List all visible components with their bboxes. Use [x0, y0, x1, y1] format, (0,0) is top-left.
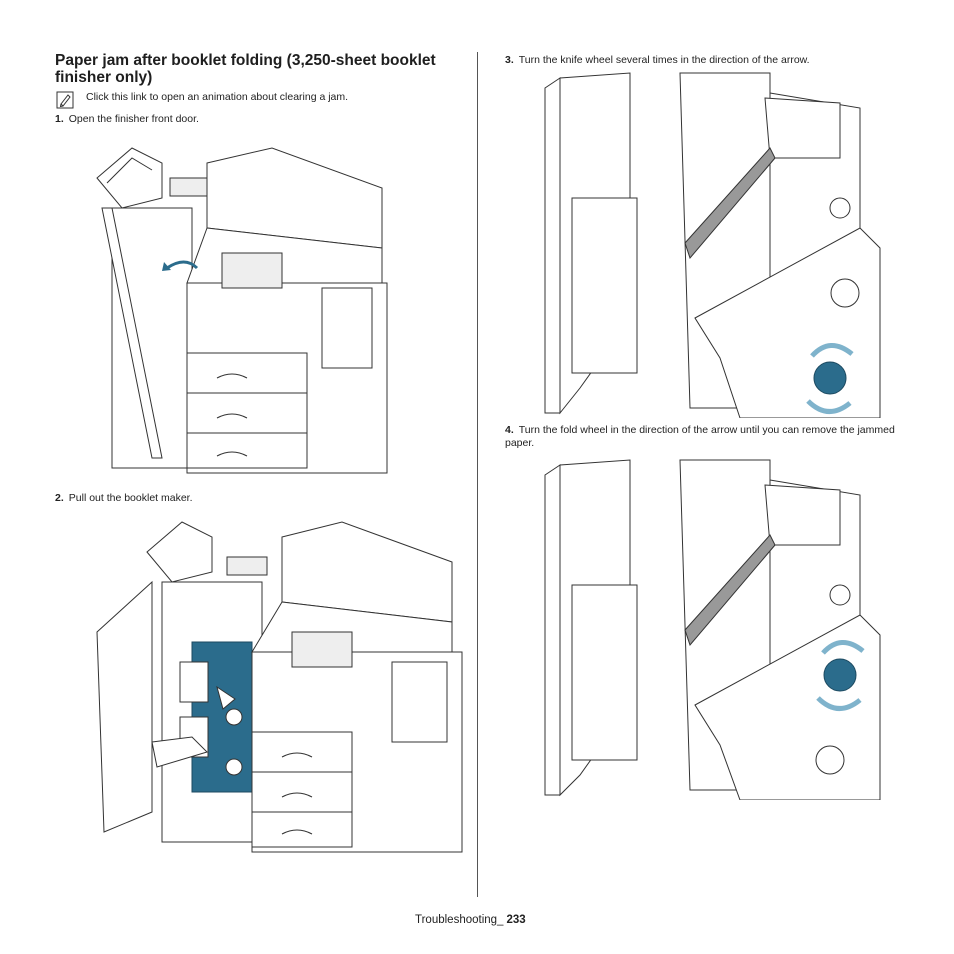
step-2: 2. Pull out the booklet maker. [55, 492, 193, 505]
page-title: Paper jam after booklet folding (3,250-s… [55, 52, 436, 86]
step-4-number: 4. [505, 424, 514, 436]
note-pencil-icon[interactable] [56, 91, 74, 109]
page-footer: Troubleshooting_233 [415, 914, 526, 926]
step-2-illustration-pull-out-booklet-maker [96, 521, 463, 853]
footer-section-label: Troubleshooting_ [415, 914, 504, 926]
step-1: 1. Open the finisher front door. [55, 113, 199, 126]
step-4: 4.Turn the fold wheel in the direction o… [505, 424, 905, 450]
step-3-text: Turn the knife wheel several times in th… [518, 54, 810, 66]
step-2-text: Pull out the booklet maker. [68, 492, 193, 504]
step-3: 3. Turn the knife wheel several times in … [505, 54, 905, 67]
step-3-illustration-knife-wheel [544, 72, 881, 418]
step-4-illustration-fold-wheel [544, 459, 881, 800]
step-1-number: 1. [55, 113, 64, 125]
column-divider [477, 52, 478, 897]
step-2-number: 2. [55, 492, 64, 504]
animation-link[interactable]: Click this link to open an animation abo… [86, 91, 349, 103]
step-1-illustration-open-finisher-door [96, 147, 388, 474]
step-3-number: 3. [505, 54, 514, 66]
page-number: 233 [506, 914, 526, 926]
step-4-text: Turn the fold wheel in the direction of … [505, 424, 895, 449]
step-1-text: Open the finisher front door. [68, 113, 199, 125]
